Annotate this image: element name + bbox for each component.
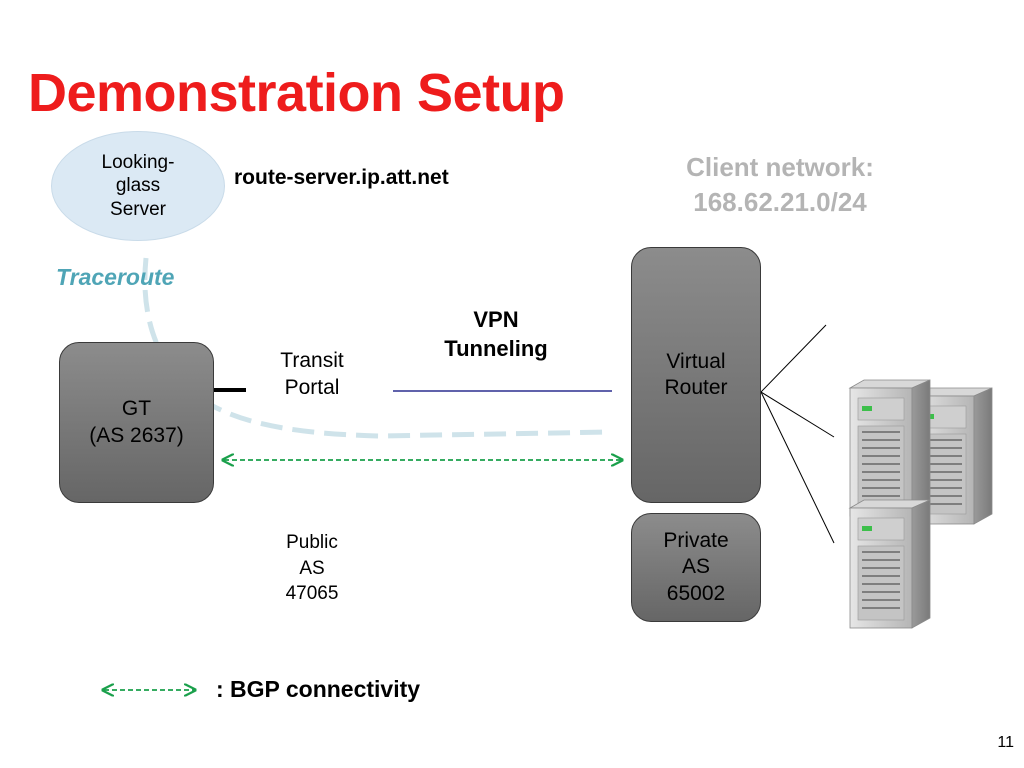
vpn-label-line: Tunneling (444, 335, 548, 361)
traceroute-label: Traceroute (56, 264, 175, 290)
transit-portal-line: Transit (280, 349, 344, 372)
transit-portal-line: Portal (284, 376, 340, 400)
private-as-box: Private AS 65002 (631, 513, 761, 622)
legend-bgp-text: : BGP connectivity (216, 676, 421, 702)
virtual-router-box: Virtual Router (631, 247, 761, 503)
virtual-router-label-line: Router (664, 376, 728, 399)
gt-router-label-line: GT (121, 397, 152, 421)
server-icon (848, 379, 931, 517)
route-server-hostname: route-server.ip.att.net (234, 166, 449, 189)
router-link-1 (760, 324, 827, 393)
public-as-label: Public AS 47065 (262, 530, 362, 607)
server-icon (848, 499, 931, 629)
page-number: 11 (997, 734, 1014, 751)
client-network-line: Client network: (686, 152, 874, 182)
private-as-line: Private (663, 529, 729, 553)
public-as-line: 47065 (285, 583, 339, 605)
looking-glass-label-line: Looking- (101, 152, 175, 174)
looking-glass-label-line: Server (110, 198, 166, 220)
gt-router-box: GT (AS 2637) (59, 342, 214, 503)
vpn-label-line: VPN (473, 307, 519, 332)
traceroute-path (142, 257, 613, 439)
client-network-label: Client network: 168.62.21.0/24 (620, 150, 940, 220)
client-network-line: 168.62.21.0/24 (693, 187, 867, 218)
vpn-tunneling-label: VPN Tunneling (408, 306, 584, 363)
router-link-3 (760, 391, 835, 544)
looking-glass-server: Looking- glass Server (51, 131, 225, 241)
transit-portal-label: Transit Portal (254, 347, 370, 402)
virtual-router-label-line: Virtual (666, 349, 726, 373)
private-as-line: AS (681, 555, 710, 579)
slide-title: Demonstration Setup (28, 63, 565, 123)
router-link-2 (760, 391, 835, 438)
gt-router-label-line: (AS 2637) (89, 423, 184, 447)
public-as-line: AS (299, 557, 325, 579)
looking-glass-label-line: glass (115, 175, 161, 197)
private-as-line: 65002 (666, 581, 726, 605)
public-as-line: Public (286, 532, 338, 553)
